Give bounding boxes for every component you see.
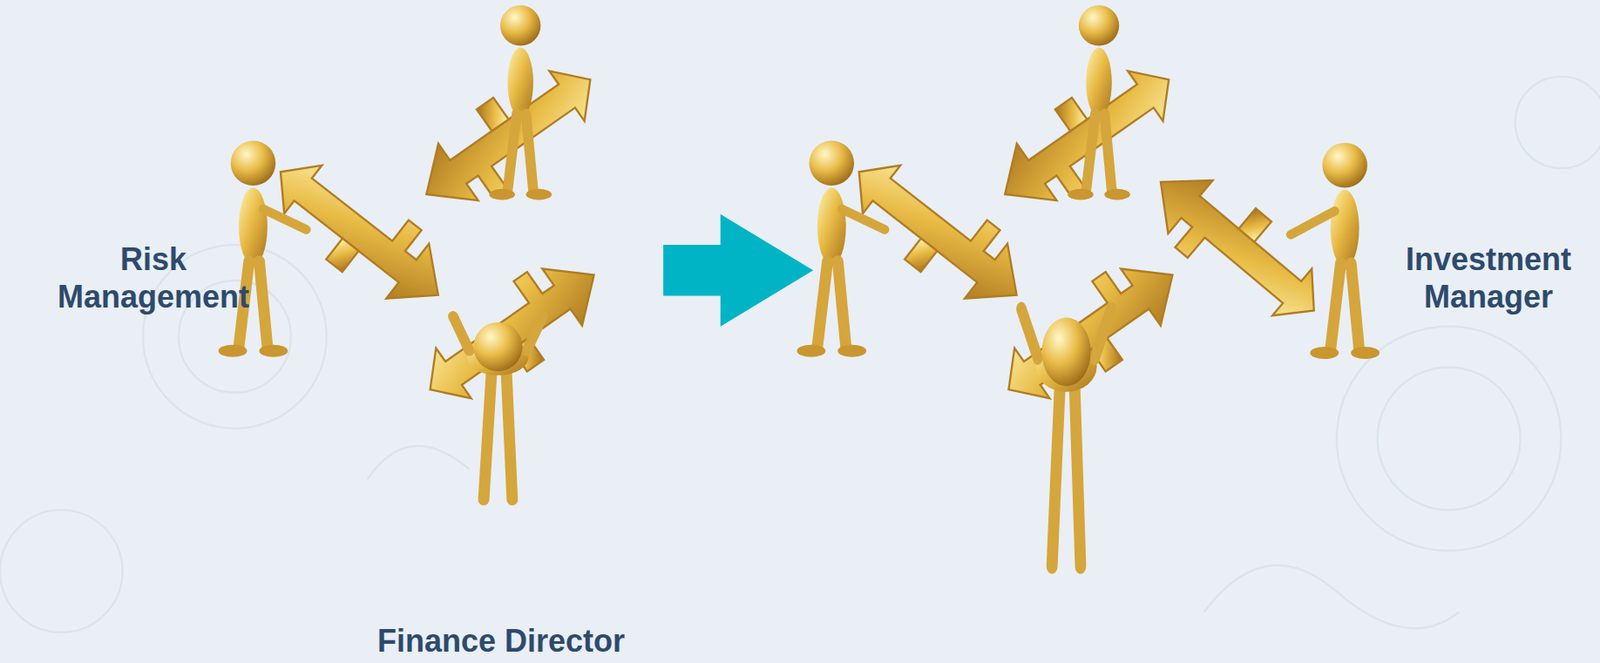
team-of-four: [796, 5, 1380, 567]
role-label: Risk Management: [34, 240, 272, 316]
background-swirls: [0, 76, 1600, 633]
transition-arrow: [663, 214, 814, 327]
role-label: Finance Director: [322, 622, 680, 660]
role-label: Investment Manager: [1369, 240, 1600, 316]
team-of-three: [218, 5, 618, 501]
